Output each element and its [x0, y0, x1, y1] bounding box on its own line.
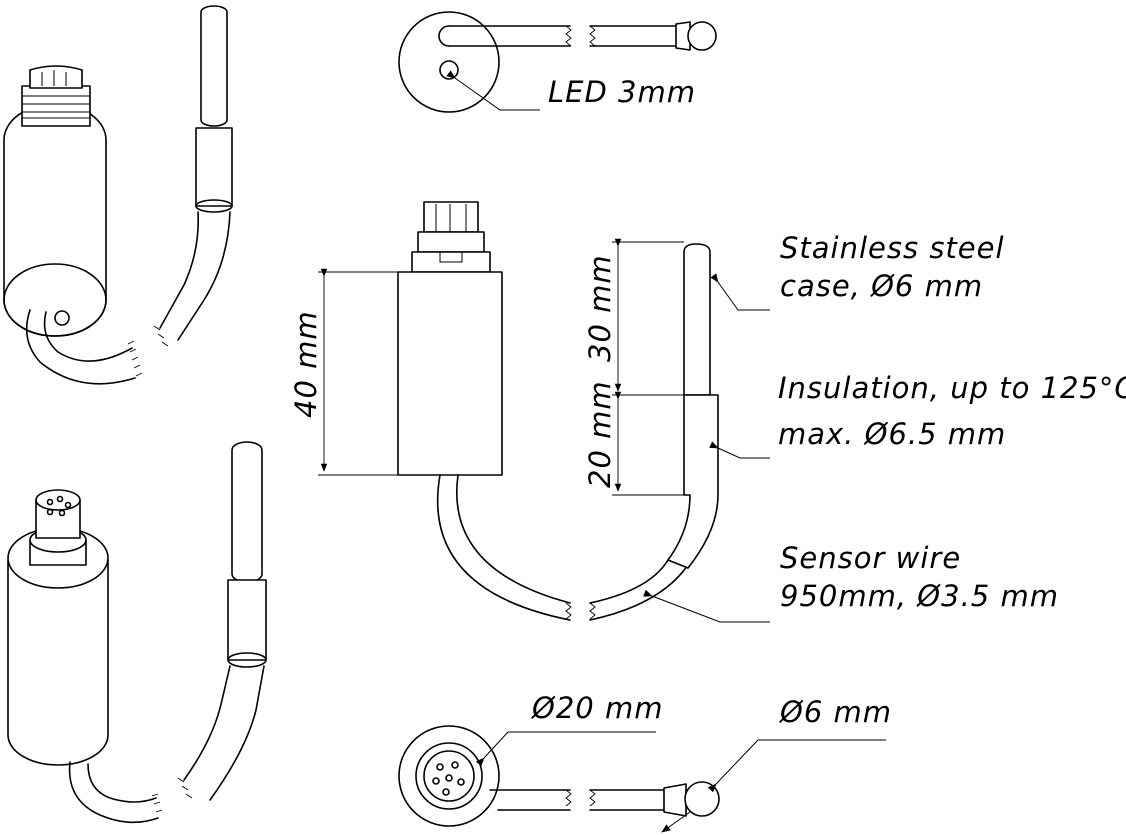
insulation-label-line2: max. Ø6.5 mm: [778, 417, 1006, 451]
dia-20-label: Ø20 mm: [531, 691, 663, 725]
dim-30-label: 30 mm: [583, 254, 617, 362]
case-label-line2: case, Ø6 mm: [780, 269, 983, 303]
top-view: LED 3mm: [398, 11, 717, 113]
insulation-label-line1: Insulation, up to 125°C,: [778, 371, 1126, 405]
dim-40-label: 40 mm: [289, 310, 323, 418]
case-label-line1: Stainless steel: [780, 231, 1005, 265]
wire-label-line1: Sensor wire: [780, 541, 961, 575]
wire-label-line2: 950mm, Ø3.5 mm: [780, 579, 1059, 613]
side-view: 40 mm 30 mm 20 mm: [289, 201, 770, 623]
isometric-view-front: [7, 441, 267, 824]
dim-20-label: 20 mm: [583, 380, 617, 488]
dia-6-label: Ø6 mm: [779, 695, 892, 729]
led-label: LED 3mm: [548, 75, 696, 109]
bottom-view: Ø20 mm Ø6 mm: [398, 691, 892, 833]
isometric-view-rear: [3, 5, 233, 385]
callout-labels: Stainless steel case, Ø6 mm Insulation, …: [778, 231, 1126, 613]
